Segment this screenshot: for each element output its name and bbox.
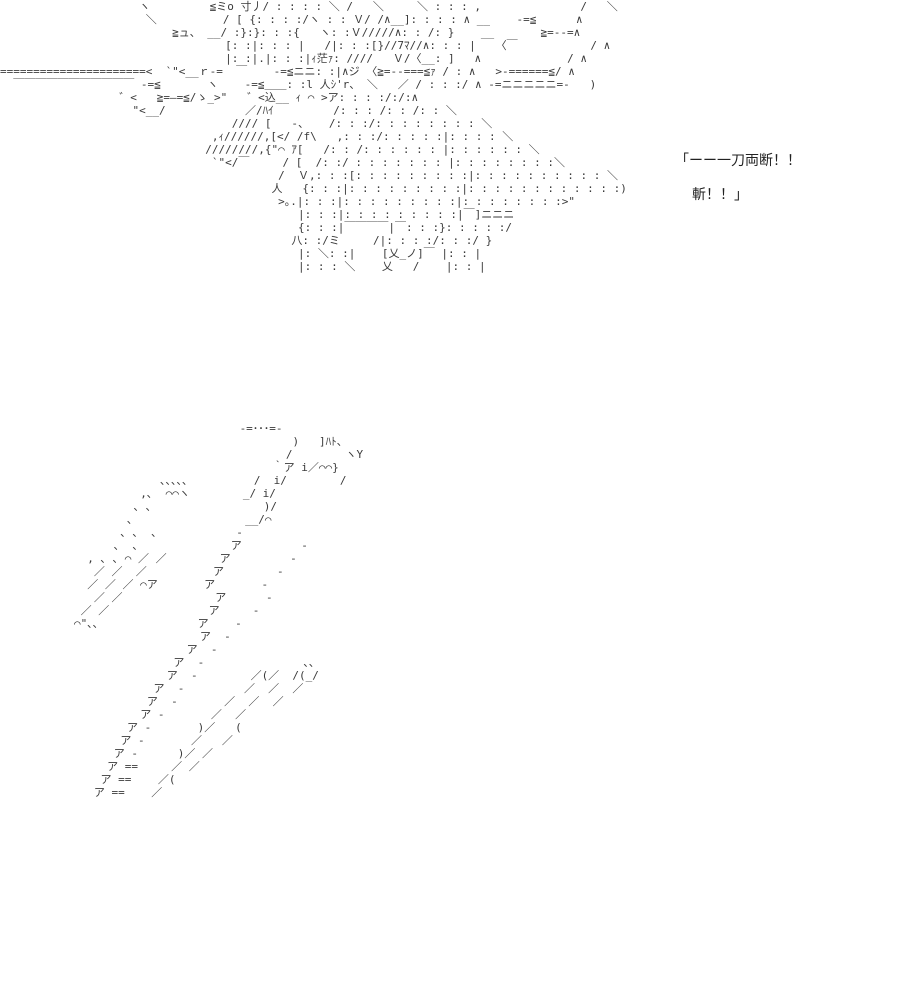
ascii-art-sword-slash: -=･･･=- ) ]ﾊﾄ、 / ヽY ｀ア i／⌒⌒} ､､､､､ / i/ … [74,422,364,799]
ascii-art-samurai-figure: ヽ ≦ミo 寸丿/ : : : : ＼ / ＼ ＼ : : : , / ＼ ＼ … [0,0,627,273]
dialogue-line-1: 「ーー一刀両断！！ [675,153,801,169]
dialogue-line-2: 斬！！」 [692,187,748,203]
